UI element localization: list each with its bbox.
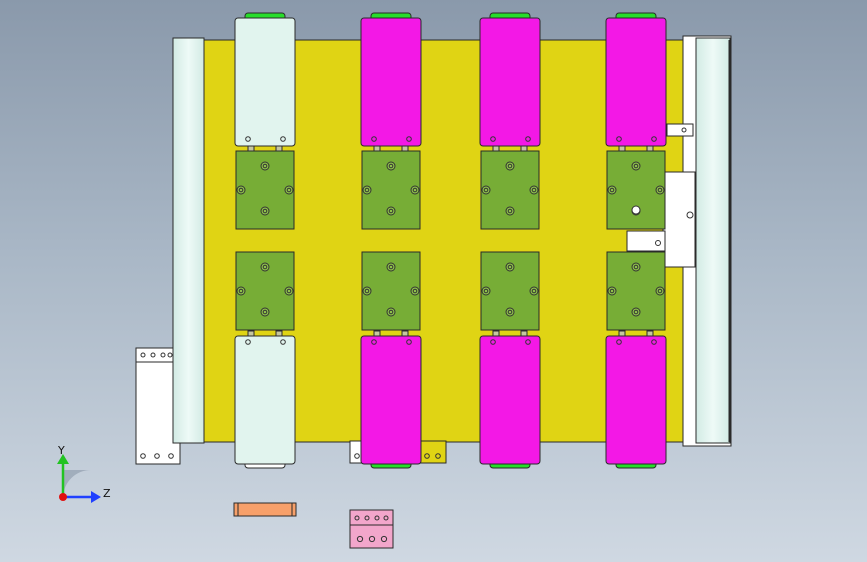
bottom-module-1[interactable] <box>234 330 296 469</box>
module-body <box>605 335 667 465</box>
module-body <box>479 17 541 147</box>
z-arrow-icon <box>91 491 101 503</box>
upper-block-4[interactable] <box>606 150 666 230</box>
right-rail-assembly[interactable] <box>626 35 732 447</box>
lower-block-1[interactable] <box>235 251 295 331</box>
z-axis-label: Z <box>103 487 111 500</box>
left-rail[interactable] <box>172 37 205 444</box>
y-axis-label: Y <box>57 444 65 457</box>
top-modules-row <box>234 12 667 152</box>
top-module-1[interactable] <box>234 12 296 152</box>
upper-block-2[interactable] <box>361 150 421 230</box>
triad-plane <box>63 470 91 497</box>
lower-block-4[interactable] <box>606 251 666 331</box>
lower-block-2[interactable] <box>361 251 421 331</box>
x-axis-dot <box>59 493 67 501</box>
module-body <box>234 335 296 465</box>
lower-blocks-row <box>235 251 666 331</box>
pink-part[interactable] <box>349 509 394 549</box>
y-arrow-icon <box>57 454 69 464</box>
upper-blocks-row <box>235 150 666 230</box>
bottom-module-3[interactable] <box>479 330 541 469</box>
upper-block-1[interactable] <box>235 150 295 230</box>
orange-part[interactable] <box>233 502 297 517</box>
module-body <box>234 17 296 147</box>
module-body <box>360 335 422 465</box>
upper-block-3[interactable] <box>480 150 540 230</box>
bottom-modules-row <box>234 330 667 469</box>
top-module-4[interactable] <box>605 12 667 152</box>
module-body <box>360 17 422 147</box>
lower-block-3[interactable] <box>480 251 540 331</box>
bottom-module-4[interactable] <box>605 330 667 469</box>
axis-triad[interactable]: Y Z <box>57 444 111 503</box>
module-body <box>605 17 667 147</box>
top-module-3[interactable] <box>479 12 541 152</box>
top-module-2[interactable] <box>360 12 422 152</box>
bottom-module-2[interactable] <box>360 330 422 469</box>
module-body <box>479 335 541 465</box>
